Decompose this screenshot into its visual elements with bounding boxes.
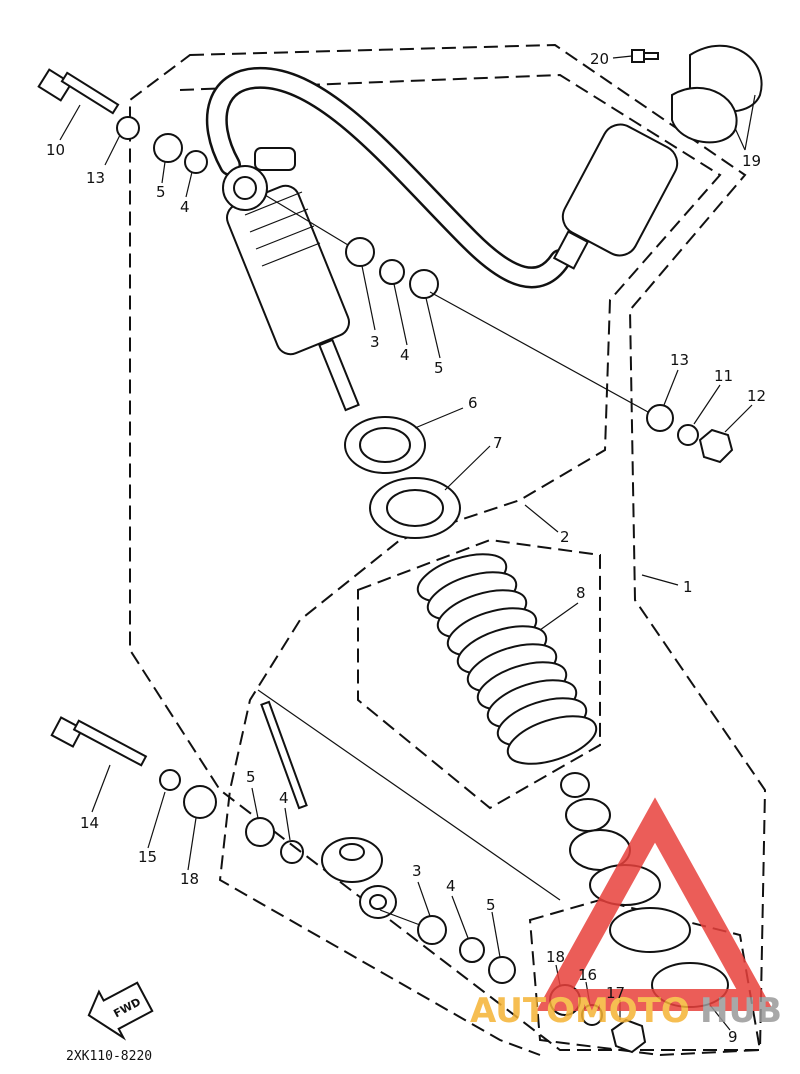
callout-11: 11 bbox=[714, 367, 733, 385]
spring-boundary bbox=[357, 538, 601, 810]
callout-5-lower: 5 bbox=[486, 896, 496, 914]
shock-absorber-body bbox=[222, 147, 360, 412]
bolt-10 bbox=[37, 68, 120, 115]
nut-12 bbox=[698, 428, 734, 464]
nut-17 bbox=[610, 1018, 647, 1054]
bearing-5-lower-left bbox=[245, 817, 275, 847]
spring-coil bbox=[506, 715, 598, 765]
bearing-5-top bbox=[153, 133, 183, 163]
callout-9: 9 bbox=[728, 1028, 738, 1046]
callout-15: 15 bbox=[138, 848, 157, 866]
callout-5-top: 5 bbox=[156, 183, 166, 201]
callout-5-lower-left: 5 bbox=[246, 768, 256, 786]
callout-13-top: 13 bbox=[86, 169, 105, 187]
watermark-text-right: HUB bbox=[700, 991, 782, 1031]
washer-15 bbox=[159, 769, 181, 791]
circlip-4-top bbox=[184, 150, 208, 174]
collar-3-mid bbox=[345, 237, 375, 267]
automotohub-watermark: AUTOMOTO HUB bbox=[470, 797, 782, 1031]
callout-8: 8 bbox=[576, 584, 586, 602]
lower-clevis bbox=[321, 837, 397, 919]
callout-7: 7 bbox=[493, 434, 503, 452]
bolt-20 bbox=[631, 49, 659, 63]
callout-13-right: 13 bbox=[670, 351, 689, 369]
callout-4-top: 4 bbox=[180, 198, 190, 216]
collar-13-right bbox=[646, 404, 674, 432]
assembly-boundary-2 bbox=[179, 73, 722, 1056]
callout-4-lower-left: 4 bbox=[279, 789, 289, 807]
bolt-14 bbox=[50, 716, 148, 767]
callout-16: 16 bbox=[578, 966, 597, 984]
watermark-triangle bbox=[536, 797, 774, 1011]
ring-nut-7 bbox=[369, 477, 461, 539]
callout-12: 12 bbox=[747, 387, 766, 405]
callout-4-lower: 4 bbox=[446, 877, 456, 895]
leader-lines bbox=[59, 55, 756, 1031]
callout-18-right: 18 bbox=[546, 948, 565, 966]
ring-nut-6 bbox=[344, 416, 426, 474]
callout-17: 17 bbox=[606, 984, 625, 1002]
callout-19: 19 bbox=[742, 152, 761, 170]
collar-3-lower bbox=[417, 915, 447, 945]
washer-11 bbox=[677, 424, 699, 446]
callout-6: 6 bbox=[468, 394, 478, 412]
callout-18-left: 18 bbox=[180, 870, 199, 888]
callout-labels: 10 13 5 4 3 4 5 6 7 2 13 11 12 20 19 1 8… bbox=[46, 50, 766, 1046]
assembly-boundary-1 bbox=[129, 43, 767, 1051]
drawing-code: 2XK110-8220 bbox=[66, 1049, 152, 1064]
callout-20: 20 bbox=[590, 50, 609, 68]
callout-3-mid: 3 bbox=[370, 333, 380, 351]
callout-3-lower: 3 bbox=[412, 862, 422, 880]
push-rod bbox=[260, 700, 308, 810]
collar-18-left bbox=[183, 785, 217, 819]
bearing-5-lower bbox=[488, 956, 516, 984]
callout-14: 14 bbox=[80, 814, 99, 832]
fwd-arrow: FWD bbox=[87, 981, 154, 1041]
clamp-19 bbox=[671, 44, 763, 144]
bearing-5-mid bbox=[409, 269, 439, 299]
watermark-text-left: AUTOMOTO bbox=[470, 991, 690, 1031]
coil-spring-8 bbox=[416, 553, 598, 765]
circlip-4-lower-left bbox=[280, 840, 304, 864]
callout-4-mid: 4 bbox=[400, 346, 410, 364]
callout-1: 1 bbox=[683, 578, 693, 596]
callout-2: 2 bbox=[560, 528, 570, 546]
callout-10: 10 bbox=[46, 141, 65, 159]
reservoir-canister bbox=[552, 123, 679, 270]
collar-13-top bbox=[116, 116, 140, 140]
callout-5-mid: 5 bbox=[434, 359, 444, 377]
circlip-4-mid bbox=[379, 259, 405, 285]
circlip-4-lower bbox=[459, 937, 485, 963]
